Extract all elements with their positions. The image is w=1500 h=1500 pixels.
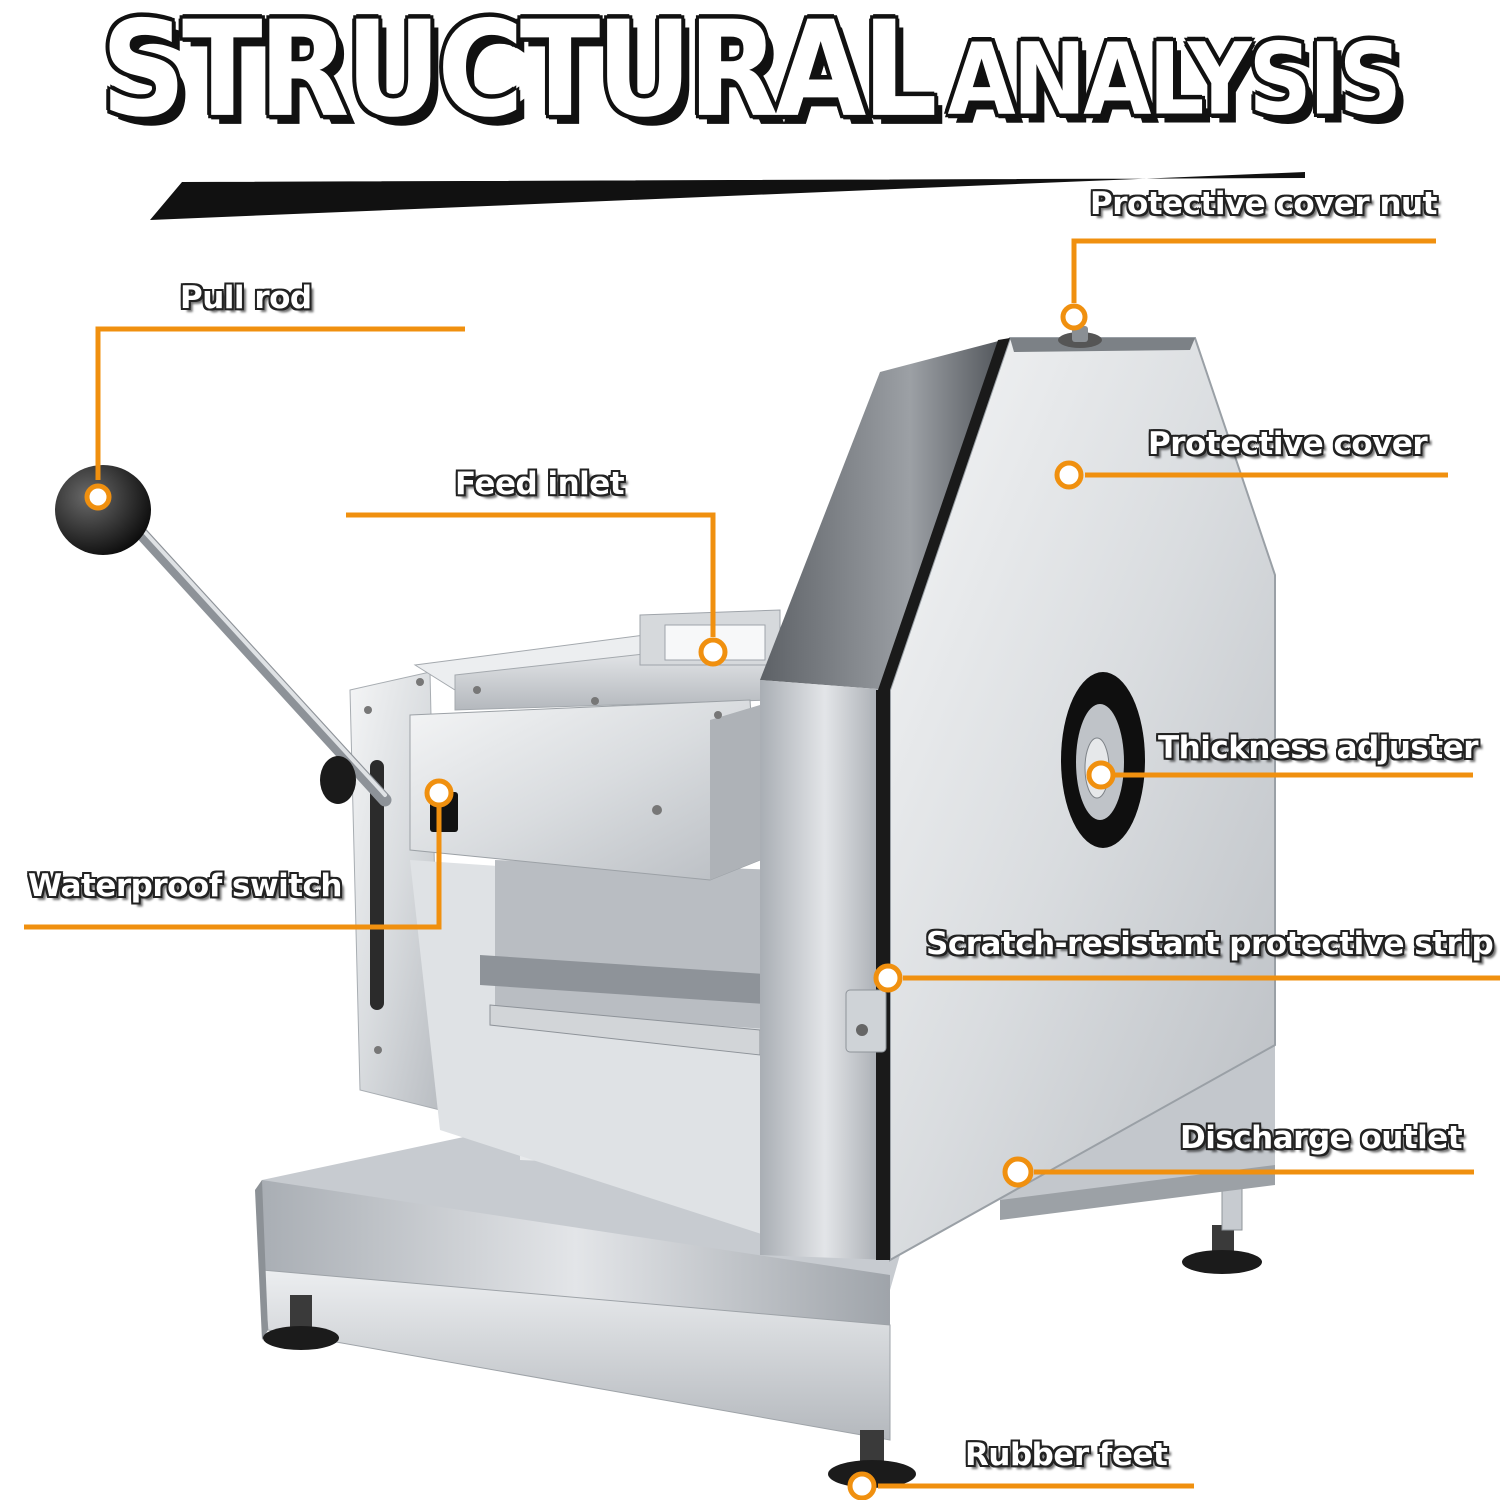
leader-protective-cover-nut [1071, 238, 1436, 303]
leader-pull-rod [95, 326, 465, 480]
dot-discharge-outlet [1002, 1156, 1034, 1188]
dot-waterproof-switch [424, 778, 454, 808]
label-pull-rod: Pull rod [180, 280, 312, 316]
label-rubber-feet: Rubber feet [965, 1437, 1168, 1473]
dot-protective-cover [1054, 460, 1084, 490]
housing-side-face [760, 680, 890, 1260]
housing-side-band [760, 338, 1010, 690]
feed-head [409, 609, 782, 881]
title-secondary: ANALYSIS [947, 21, 1402, 138]
dot-protective-cover-nut [1060, 303, 1088, 331]
pull-rod-shape [55, 465, 392, 807]
dot-feed-inlet [698, 637, 728, 667]
callout-leaders [24, 238, 1500, 1489]
callout-dots [84, 303, 1116, 1500]
rubber-feet-shapes [263, 1159, 1262, 1488]
label-scratch-strip: Scratch-resistant protective strip [926, 926, 1494, 962]
label-thickness-adjuster: Thickness adjuster [1158, 730, 1479, 766]
label-protective-cover-nut: Protective cover nut [1090, 186, 1437, 222]
leader-waterproof-switch [24, 807, 442, 930]
label-discharge-outlet: Discharge outlet [1180, 1120, 1463, 1156]
dot-scratch-strip [873, 963, 903, 993]
dot-rubber-feet [847, 1471, 877, 1500]
label-waterproof-switch: Waterproof switch [28, 868, 342, 904]
leader-feed-inlet [346, 512, 716, 637]
inner-chamber [410, 860, 780, 1240]
label-protective-cover: Protective cover [1148, 426, 1428, 462]
dot-pull-rod [84, 483, 112, 511]
title-underline-swoosh [150, 172, 1305, 220]
title-main: STRUCTURAL [101, 0, 937, 147]
label-feed-inlet: Feed inlet [455, 466, 625, 502]
dot-thickness-adjuster [1086, 760, 1116, 790]
thickness-adjuster-shape [1061, 672, 1145, 848]
